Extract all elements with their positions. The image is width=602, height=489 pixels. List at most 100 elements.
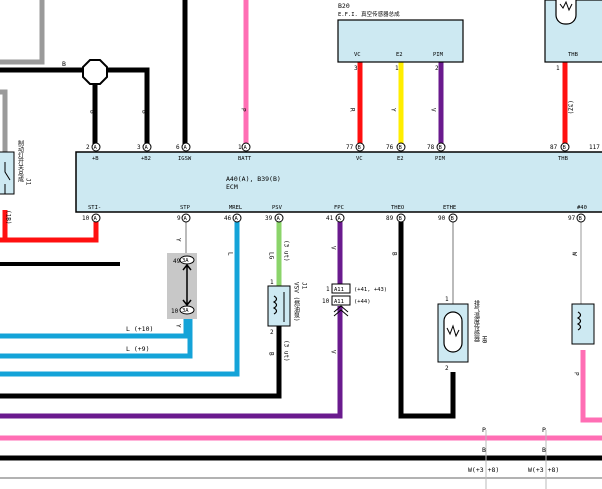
ecm-bottom-pin-40: #40 97 B	[568, 205, 587, 223]
switch-icon	[4, 162, 11, 194]
wire-red-sti	[0, 222, 99, 243]
coil-icon-2	[576, 311, 582, 331]
bus-label-p2: P	[542, 426, 546, 434]
thermistor-zigzag-icon-2	[446, 324, 460, 338]
svg-text:THB: THB	[558, 156, 569, 162]
ecm-bottom-pin-theo: THEO 89 B	[386, 205, 406, 223]
wire-black-psv	[0, 326, 282, 399]
svg-text:B: B	[439, 145, 443, 151]
wire-black-top	[0, 67, 150, 146]
vsv-id: J1	[301, 282, 308, 290]
connector-3a-arrow	[182, 263, 192, 307]
bus-label-b1: B	[482, 446, 486, 454]
svg-text:A: A	[338, 216, 342, 222]
svg-text:9: 9	[177, 215, 181, 222]
sensor-b20-pin-pim-num: 2	[435, 65, 439, 72]
left-component-id: J1	[25, 178, 32, 186]
svg-text:A: A	[94, 145, 98, 151]
wire-label-stp2: Y	[175, 324, 182, 328]
svg-text:#40: #40	[577, 205, 587, 211]
vsv-box	[267, 285, 291, 327]
svg-text:B: B	[358, 145, 362, 151]
wire-label-e2: Y	[390, 108, 397, 112]
ecm-top-pin-igsw: 6 A IGSW	[176, 142, 192, 162]
svg-text:THEO: THEO	[391, 205, 404, 211]
splice-point	[82, 59, 108, 85]
wire-label-plus10: L (+10)	[126, 325, 153, 333]
ecm-top-pin-e2: 76 B E2	[386, 142, 406, 162]
thermistor-icon	[555, 0, 577, 25]
connector-a11-top	[331, 283, 351, 294]
wire-purple-fpc2	[0, 306, 343, 419]
connector-a11-bottom-num: 10	[322, 298, 330, 305]
wire-label-batt: P	[240, 108, 247, 112]
connector-a11-note-top: (+41, +43)	[354, 287, 387, 293]
svg-text:76: 76	[386, 144, 394, 151]
connector-a11-bottom-tag: A11	[334, 299, 344, 305]
sensor-b20-pin-vc-label: VC	[354, 52, 361, 58]
svg-text:A: A	[184, 145, 188, 151]
sensor-b20-id: B20	[338, 2, 350, 10]
svg-text:+B: +B	[92, 156, 99, 162]
ecm-top-pin-batt: 1 A BATT	[238, 142, 252, 162]
wire-label-stp: Y	[175, 238, 182, 242]
wire-label-fpc: V	[330, 246, 337, 250]
svg-text:10: 10	[82, 215, 90, 222]
wire-blue-mrel	[0, 222, 240, 377]
wire-stp-down	[0, 316, 189, 339]
left-component-pin: (1B)	[5, 210, 12, 224]
vsv-name: VSV (燃油泵)	[293, 282, 300, 322]
thermistor-icon-2	[443, 311, 463, 353]
svg-text:117: 117	[589, 144, 600, 151]
ecm-bottom-pin-sti: STI- 10 A	[82, 205, 101, 223]
sensor-h2-pin-top: 1	[445, 296, 449, 303]
connector-3a-bottom-num: 10	[171, 308, 179, 315]
wire-label-pim: V	[430, 108, 437, 112]
svg-text:BATT: BATT	[238, 156, 252, 162]
connector-a11-top-num: 1	[326, 286, 330, 293]
wire-pink-97	[580, 350, 602, 423]
ecm-box	[75, 151, 602, 213]
svg-text:A: A	[145, 145, 149, 151]
wire-black-theo	[398, 222, 456, 419]
svg-text:2: 2	[86, 144, 90, 151]
ecm-top-pin-117: 117	[589, 144, 600, 151]
svg-text:B: B	[451, 216, 455, 222]
bus-label-w1: W(+3 +8)	[468, 466, 499, 474]
wire-label-97b: P	[573, 372, 580, 376]
svg-text:6: 6	[176, 144, 180, 151]
wire-gray	[0, 0, 45, 65]
connector-3a-bottom-tag: 3A	[182, 308, 189, 314]
wire-label-plus9: L (+9)	[126, 345, 149, 353]
vsv-note-top: (3 ut)	[283, 240, 290, 262]
svg-text:FPC: FPC	[334, 205, 344, 211]
connector-3a-top-num: 49	[173, 258, 181, 265]
connector-a11-bottom	[331, 295, 351, 306]
svg-text:B: B	[399, 145, 403, 151]
bus-label-p1: P	[482, 426, 486, 434]
wire-label-97: W	[571, 252, 578, 256]
svg-text:A: A	[94, 216, 98, 222]
svg-text:97: 97	[568, 215, 576, 222]
svg-text:B: B	[579, 216, 583, 222]
ecm-top-pin-plusb: 2 A +B	[86, 142, 101, 162]
ecm-bottom-pin-fpc: FPC 41 A	[326, 205, 345, 223]
left-component-name: 制动灯开关总成	[17, 139, 24, 183]
ecm-top-pin-pim: 78 B PIM	[427, 142, 446, 162]
svg-text:MREL: MREL	[229, 205, 243, 211]
sensor-h2-pin-bottom: 2	[445, 365, 449, 372]
sensor-h2-name: 排气温度传感器	[473, 299, 480, 343]
ecm-top-pin-vc: 77 B VC	[346, 142, 365, 162]
svg-text:41: 41	[326, 215, 334, 222]
ecm-top-pin-thb: 87 B THB	[550, 142, 570, 162]
wire-label-plusb: B	[89, 110, 96, 114]
bus-label-w2: W(+3 +8)	[528, 466, 559, 474]
ecm-title-connectors: A40(A), B39(B)	[226, 175, 281, 183]
wire-label-fpc2: V	[330, 350, 337, 354]
svg-text:3: 3	[137, 144, 141, 151]
sensor-thb-pin: 1	[556, 65, 560, 72]
svg-text:87: 87	[550, 144, 558, 151]
svg-text:PIM: PIM	[435, 156, 446, 162]
vsv-pin-bottom: 2	[270, 329, 274, 336]
